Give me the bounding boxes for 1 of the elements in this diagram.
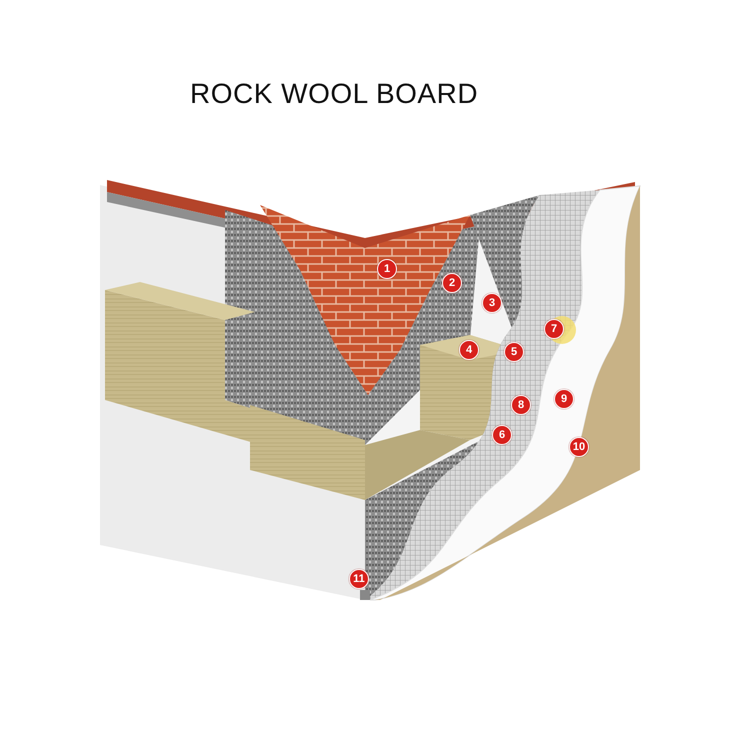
diagram-title: ROCK WOOL BOARD [190, 78, 478, 110]
